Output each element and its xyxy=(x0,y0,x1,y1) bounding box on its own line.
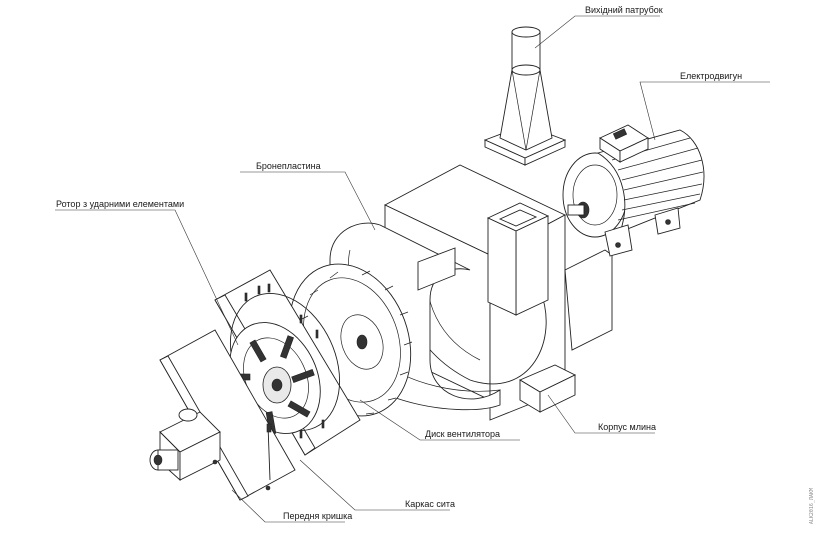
leader-lines xyxy=(55,15,770,523)
label-outlet-pipe: Вихідний патрубок xyxy=(585,5,663,15)
label-rotor: Ротор з ударними елементами xyxy=(56,199,184,209)
front-cover-part xyxy=(149,329,296,501)
label-armor-plate: Бронепластина xyxy=(256,161,321,171)
label-mill-body: Корпус млина xyxy=(598,422,656,432)
label-sieve-frame: Каркас сита xyxy=(405,499,455,509)
label-front-cover: Передня кришка xyxy=(283,511,352,521)
side-watermark-tag: ALK2016_ЛАКМ xyxy=(809,487,815,524)
label-motor: Електродвигун xyxy=(680,71,742,81)
motor-part xyxy=(562,124,705,257)
label-fan-disc: Диск вентилятора xyxy=(425,429,500,439)
outlet-pipe-part xyxy=(483,26,567,166)
